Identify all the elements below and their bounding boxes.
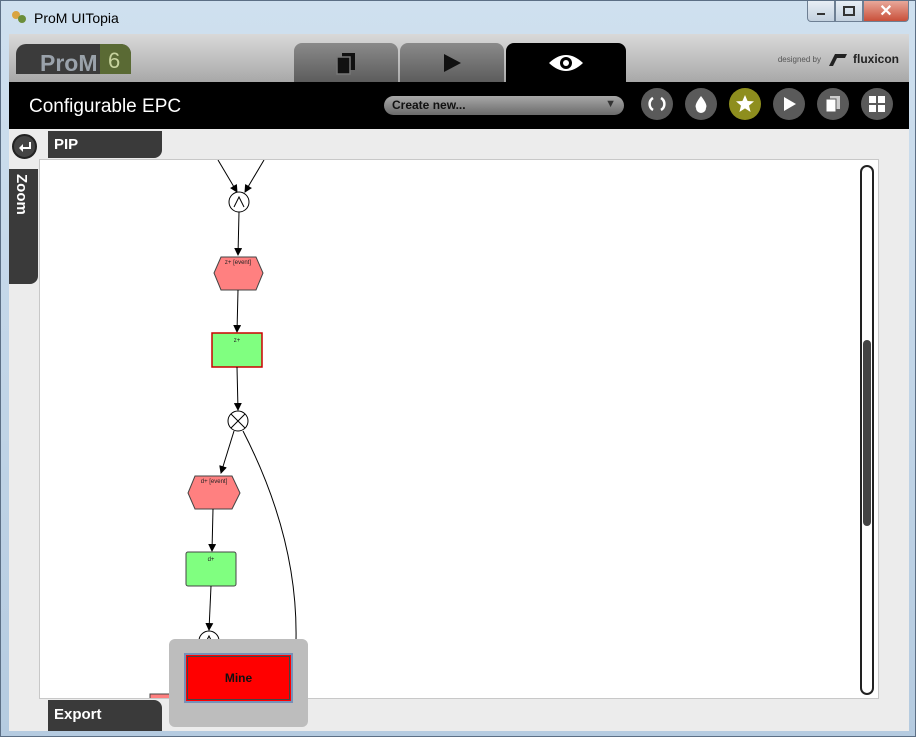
window-title: ProM UITopia [34,10,119,26]
maximize-icon [843,6,855,16]
create-new-select[interactable]: Create new... ▼ [384,96,624,115]
edge [233,366,242,411]
return-arrow-icon [18,141,31,152]
perspective-tabs [294,43,626,82]
create-new-label: Create new... [392,98,466,112]
documents-icon [336,52,355,75]
logo-version: 6 [108,48,121,73]
minimize-icon [817,13,825,15]
prom-app-icon [12,11,26,23]
and-connector[interactable] [228,191,250,213]
copy-button[interactable] [817,88,849,120]
close-button[interactable]: ✕ [863,1,909,22]
export-panel-tab[interactable]: Export [48,700,162,731]
vertical-scrollbar[interactable] [860,165,874,695]
prom-client: ProM 6 [9,34,909,731]
epc-node-label: z+ [event] [225,260,252,266]
epc-graph: z+ [event] z+ d+ [event] d+ [149,159,297,703]
tab-views[interactable] [506,43,626,82]
edge [244,159,265,193]
logo-text: ProM [40,50,98,74]
documents-icon [825,96,840,113]
tab-workspace[interactable] [294,43,398,82]
mine-panel: Mine [169,639,308,727]
drop-icon [695,96,707,113]
minimize-button[interactable] [807,1,835,22]
zoom-label: Zoom [13,174,30,215]
brand-name: fluxicon [852,52,899,66]
view-title: Configurable EPC [29,96,182,117]
epc-node-label: d+ [208,557,215,563]
edge [217,159,238,193]
run-button[interactable] [773,88,805,120]
play-icon [444,53,461,72]
edge [242,430,297,641]
tab-actions[interactable] [400,43,504,82]
back-button[interactable] [12,134,37,159]
grid-icon [869,96,885,112]
play-icon [784,97,796,111]
designer-brand: designed by fluxicon [778,52,899,66]
edge [208,508,217,552]
view-toolbar: Configurable EPC Create new... ▼ [9,82,909,129]
brand-caption: designed by [777,54,821,64]
and-symbol [233,195,245,208]
title-bar: ProM UITopia ✕ [1,1,915,34]
prom-logo: ProM 6 [16,44,131,74]
scrollbar-thumb[interactable] [863,340,871,526]
edge [233,289,242,333]
color-button[interactable] [685,88,717,120]
edge [219,430,235,474]
refresh-icon [648,96,666,112]
star-icon [736,95,754,112]
maximize-button[interactable] [835,1,863,22]
epc-node-label: z+ [234,338,241,344]
favorite-button[interactable] [729,88,761,120]
refresh-button[interactable] [641,88,673,120]
chevron-down-icon: ▼ [605,98,616,110]
logo-version-badge: 6 [100,44,131,74]
edge [205,585,214,631]
epc-function[interactable] [211,332,263,368]
edge [234,211,243,256]
pip-panel-tab[interactable]: PIP [48,131,162,158]
xor-symbol [230,413,246,429]
epc-event[interactable] [187,475,241,510]
close-icon: ✕ [879,3,893,20]
epc-event[interactable] [213,256,264,291]
eye-icon [549,54,583,71]
zoom-panel-tab[interactable]: Zoom [9,169,38,284]
epc-node-label: d+ [event] [201,479,228,485]
mine-button[interactable]: Mine [184,653,293,703]
graph-canvas[interactable]: z+ [event] z+ d+ [event] d+ [39,159,879,703]
header: ProM 6 [9,34,909,82]
fluxicon-logo-icon [828,54,847,66]
grid-view-button[interactable] [861,88,893,120]
